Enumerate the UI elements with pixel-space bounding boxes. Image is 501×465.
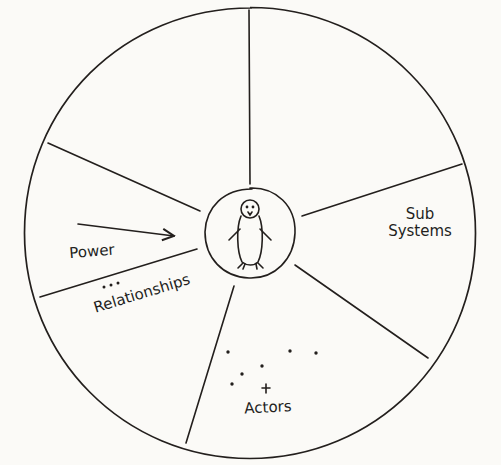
penguin-figure	[229, 200, 271, 269]
sector-spoke	[186, 286, 234, 443]
system-circle: PowerRelationshipsActors Sub Systems	[23, 6, 477, 460]
sector-label: Actors	[244, 398, 292, 418]
sector-label: Sub Systems	[388, 206, 452, 241]
outer-circle	[25, 8, 476, 459]
sector-label: Power	[69, 241, 116, 262]
sector-label: Relationships	[92, 271, 193, 317]
sector-spoke	[295, 265, 428, 358]
sector-spoke	[249, 10, 250, 184]
relationship-dots	[103, 282, 120, 289]
sector-spoke	[302, 164, 462, 216]
actor-mark	[262, 384, 270, 393]
sector-spoke	[48, 143, 200, 211]
power-arrow	[78, 224, 174, 236]
center-circle	[205, 188, 295, 278]
actor-dots	[226, 349, 317, 385]
